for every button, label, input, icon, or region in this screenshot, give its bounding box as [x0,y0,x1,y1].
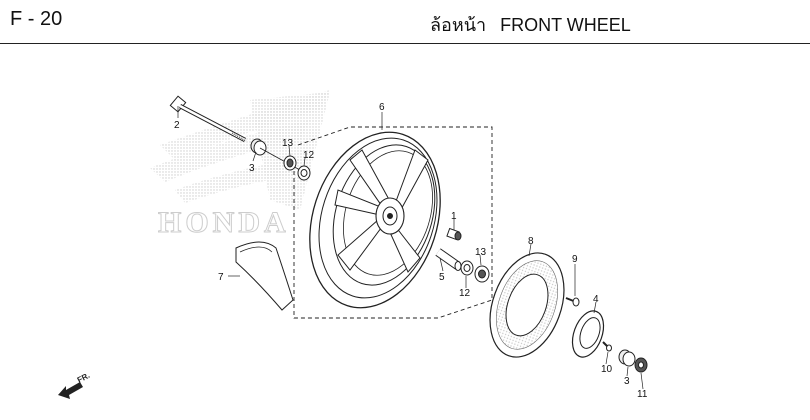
callout-8: 8 [528,236,534,247]
callout-3-left: 3 [249,163,255,174]
forward-direction-indicator: FR. [58,371,91,399]
callout-12-left: 12 [303,150,315,161]
bearing-left-part [297,165,311,181]
assembly-frame-dashed [293,126,493,319]
pulser-ring-part [571,310,605,358]
callout-9: 9 [572,254,578,265]
honda-wing-logo: HONDA [150,90,330,240]
disc-screw-part [565,297,580,307]
forward-arrow-icon [58,382,83,399]
page-code: F - 20 [10,8,63,30]
dust-seal-left-part [283,155,297,171]
callout-leader-lines [177,106,644,390]
disc-bolt-part [446,227,462,241]
honda-brand-watermark: HONDA [158,206,290,239]
callout-12-right: 12 [459,288,471,299]
callout-2: 2 [174,120,180,131]
header-divider [0,43,810,44]
side-collar-right-part [618,349,636,367]
callout-11: 11 [637,389,648,400]
distance-collar-part [435,248,462,271]
front-fender-part [235,241,294,311]
callout-4: 4 [593,294,599,305]
front-wheel-part [309,131,441,309]
bearing-right-part [460,260,474,276]
callout-13-right: 13 [475,247,487,258]
page-title: ล้อหน้า FRONT WHEEL [430,10,631,39]
callout-10: 10 [601,364,613,375]
callout-3-right: 3 [624,376,630,387]
axle-nut-part [634,357,648,373]
callout-6: 6 [379,102,385,113]
callout-1: 1 [451,211,457,222]
ring-bolt-part [602,341,612,352]
dust-seal-right-part [474,265,490,283]
front-axle-part [169,95,247,142]
callout-7: 7 [218,272,224,283]
page-title-english: FRONT WHEEL [500,15,631,35]
callout-13-left: 13 [282,138,294,149]
brake-disc-part [489,252,565,358]
callout-5: 5 [439,272,445,283]
page-title-thai: ล้อหน้า [430,15,487,35]
forward-arrow-label: FR. [76,371,92,385]
